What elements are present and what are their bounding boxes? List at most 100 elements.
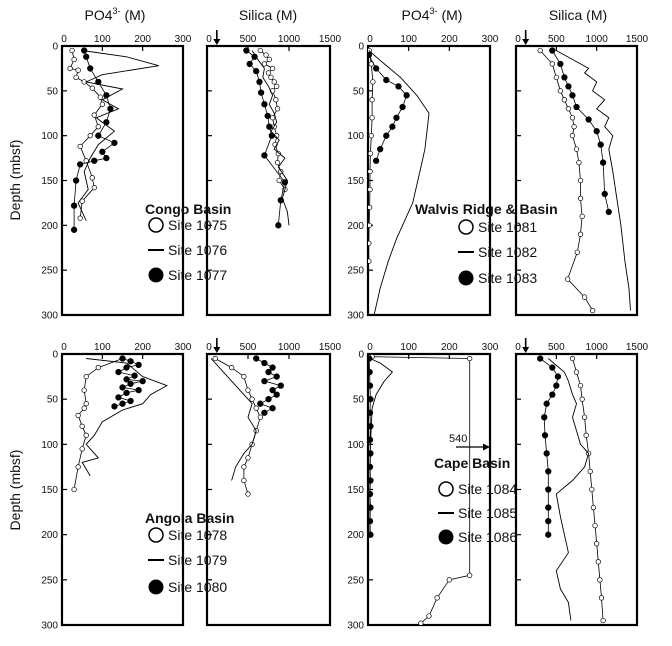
- x-tick-label: 1500: [319, 34, 342, 45]
- data-point-site-1086: [537, 355, 544, 362]
- data-point-site-1077: [256, 78, 263, 86]
- data-point-site-1075: [266, 56, 272, 63]
- data-point-site-1081: [368, 222, 372, 228]
- y-tick-label: 250: [347, 575, 364, 586]
- x-tick-label: 200: [134, 342, 151, 353]
- series-line-site-1082: [556, 50, 631, 311]
- data-point-site-1081: [549, 61, 555, 67]
- data-point-site-1075: [89, 85, 95, 91]
- data-point-site-1083: [593, 128, 600, 135]
- x-tick-label: 300: [482, 342, 499, 353]
- data-point-site-1086: [368, 490, 374, 498]
- data-point-site-1081: [368, 240, 372, 246]
- data-point-site-1077: [76, 161, 84, 168]
- arrow-right-icon-head: [483, 443, 490, 451]
- series-line-site-1082: [368, 50, 430, 315]
- series-line-site-1076: [77, 50, 159, 221]
- data-point-site-1077: [91, 157, 98, 164]
- y-tick-label: 100: [41, 131, 58, 142]
- data-point-site-1080: [253, 355, 260, 362]
- y-axis-label: Depth (mbsf): [7, 140, 23, 221]
- data-point-site-1077: [70, 226, 78, 233]
- data-point-site-1075: [99, 101, 105, 107]
- data-point-site-1077: [70, 202, 78, 209]
- data-point-site-1077: [95, 132, 102, 139]
- series-group: [71, 355, 168, 493]
- data-point-site-1077: [87, 65, 94, 72]
- x-tick-label: 100: [94, 34, 111, 45]
- data-point-site-1083: [605, 208, 612, 216]
- data-point-site-1084: [467, 572, 473, 578]
- data-point-site-1075: [269, 115, 276, 121]
- data-point-site-1086: [368, 368, 373, 376]
- series-group: [537, 355, 606, 624]
- data-point-site-1086: [368, 477, 374, 484]
- data-point-site-1080: [273, 373, 280, 380]
- data-point-site-1084: [446, 577, 452, 583]
- data-point-site-1075: [77, 143, 83, 150]
- data-point-site-1077: [103, 154, 110, 162]
- data-point-site-1086: [545, 486, 552, 493]
- data-point-site-1078: [245, 455, 251, 461]
- x-tick-label: 500: [548, 34, 565, 45]
- data-point-site-1081: [589, 307, 596, 314]
- data-point-site-1075: [71, 56, 77, 63]
- data-point-site-1078: [212, 355, 218, 362]
- y-tick-label: 50: [353, 395, 365, 406]
- data-point-site-1083: [549, 47, 556, 54]
- data-point-site-1077: [103, 119, 110, 126]
- data-point-site-1084: [434, 595, 440, 601]
- data-point-site-1080: [261, 409, 268, 416]
- series-group: [368, 354, 473, 625]
- x-tick-label: 100: [400, 342, 417, 353]
- data-point-site-1080: [277, 382, 284, 389]
- data-point-site-1081: [569, 115, 576, 121]
- data-point-site-1081: [561, 97, 568, 103]
- data-point-site-1086: [545, 531, 552, 538]
- data-point-site-1084: [595, 559, 601, 565]
- po4-axis-title: PO43- (M): [402, 6, 463, 23]
- data-point-site-1084: [581, 414, 588, 420]
- data-point-site-1084: [583, 432, 589, 438]
- data-point-site-1084: [577, 382, 584, 389]
- data-point-site-1084: [600, 617, 606, 624]
- data-point-site-1078: [241, 373, 247, 380]
- data-point-site-1084: [426, 613, 432, 619]
- x-tick-label: 0: [515, 342, 521, 353]
- data-point-site-1077: [111, 139, 118, 146]
- data-point-site-1080: [257, 400, 264, 407]
- data-point-site-1080: [261, 359, 268, 367]
- data-point-site-1075: [276, 177, 282, 184]
- data-point-site-1075: [67, 65, 73, 72]
- data-point-site-1075: [274, 106, 281, 112]
- data-point-site-1077: [261, 152, 268, 159]
- data-point-site-1078: [83, 373, 89, 380]
- data-point-site-1078: [75, 412, 81, 419]
- data-point-site-1080: [265, 396, 272, 403]
- data-point-site-1077: [281, 179, 289, 186]
- x-tick-label: 1000: [278, 34, 301, 45]
- data-point-site-1077: [277, 197, 284, 204]
- data-point-site-1078: [241, 477, 247, 484]
- data-point-site-1078: [83, 432, 89, 438]
- series-line-site-1081: [539, 50, 593, 311]
- data-point-site-1075: [75, 67, 81, 73]
- data-point-site-1081: [537, 47, 543, 54]
- data-point-site-1080: [127, 397, 134, 405]
- series-group: [67, 47, 159, 233]
- data-point-site-1086: [545, 468, 552, 475]
- data-point-site-1083: [573, 103, 580, 111]
- x-tick-label: 0: [61, 342, 67, 353]
- data-point-site-1083: [599, 159, 607, 166]
- data-point-site-1080: [269, 386, 276, 394]
- data-point-site-1084: [597, 577, 603, 583]
- series-group: [243, 47, 290, 229]
- data-point-site-1080: [135, 361, 142, 368]
- x-tick-label: 300: [482, 34, 499, 45]
- data-point-site-1075: [269, 65, 276, 72]
- x-tick-label: 0: [515, 34, 521, 45]
